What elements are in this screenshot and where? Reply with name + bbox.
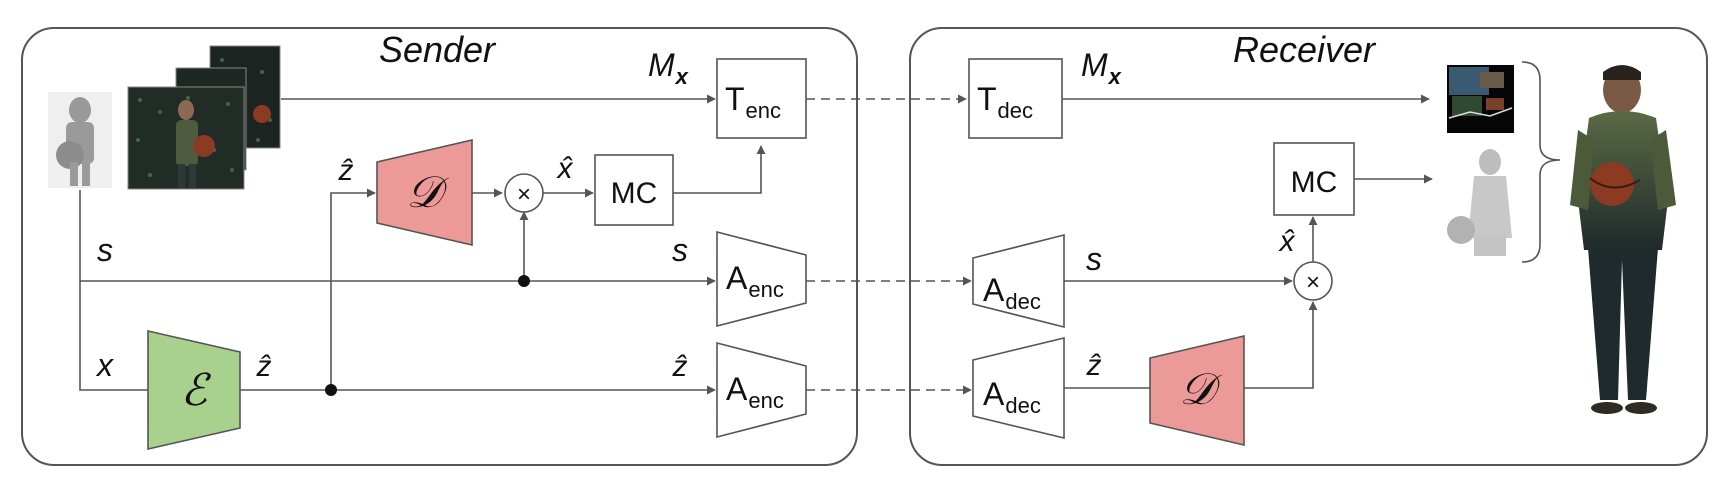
encoder-block [147, 329, 241, 451]
zhat-junction-dot [325, 384, 337, 396]
t-enc-block [716, 58, 807, 139]
output-bracket [1521, 61, 1561, 263]
sender-multiply-label: × [517, 181, 531, 208]
decoder-arrow-to-multiply [1244, 301, 1318, 389]
sender-s-left-label: s [97, 232, 113, 268]
sender-x-label: x [95, 347, 114, 383]
receiver-a-dec-top-block [972, 233, 1065, 329]
sender-a-enc-top-label: Aenc [726, 260, 784, 302]
receiver-mask-label: Mx [1081, 47, 1122, 89]
sender-zhat-decoder-label: ẑ [338, 154, 354, 187]
sender-multiply-node [504, 173, 544, 213]
receiver-xhat-label: x̂ [1278, 225, 1296, 258]
sender-a-enc-top-block [716, 230, 807, 328]
receiver-multiply-label: × [1306, 269, 1320, 296]
receiver-mc-label: MC [1291, 166, 1338, 199]
texture-map-image [1447, 65, 1514, 133]
mesh-geometry-image [1447, 149, 1512, 256]
sender-a-enc-bottom-block [716, 341, 807, 439]
rgb-frame-stack-image [127, 45, 281, 190]
sender-zhat-encoder-label: ẑ [256, 350, 272, 383]
receiver-a-dec-top-label: Adec [983, 272, 1041, 314]
receiver-a-dec-bottom-block [972, 336, 1065, 440]
mc-arrow-to-tenc [673, 145, 766, 194]
zhat-arrow-to-decoder [330, 188, 376, 390]
receiver-zhat-label: ẑ [1086, 349, 1102, 382]
sender-title: Sender [379, 29, 497, 70]
sender-zhat-aenc-label: ẑ [672, 350, 688, 383]
sender-mask-label: Mx [648, 47, 689, 89]
t-enc-label: Tenc [725, 81, 781, 123]
encoder-label: ℰ [181, 365, 212, 416]
sender-a-enc-bottom-label: Aenc [726, 371, 784, 413]
s-junction-dot [518, 275, 530, 287]
rendered-person-image [1570, 65, 1676, 414]
sender-decoder-block [376, 138, 473, 247]
receiver-a-dec-bottom-label: Adec [983, 376, 1041, 418]
receiver-title: Receiver [1233, 29, 1377, 70]
silhouette-mask-image [48, 92, 112, 188]
receiver-mc-block [1273, 142, 1355, 216]
receiver-panel [909, 27, 1708, 466]
receiver-decoder-block [1149, 334, 1245, 447]
sender-s-right-label: s [672, 232, 688, 268]
t-dec-label: Tdec [977, 81, 1033, 123]
sender-mc-label: MC [611, 177, 658, 210]
receiver-s-label: s [1086, 241, 1102, 277]
sender-xhat-label: x̂ [556, 152, 574, 185]
input-x-line [79, 190, 148, 391]
sender-mc-block [594, 154, 674, 226]
